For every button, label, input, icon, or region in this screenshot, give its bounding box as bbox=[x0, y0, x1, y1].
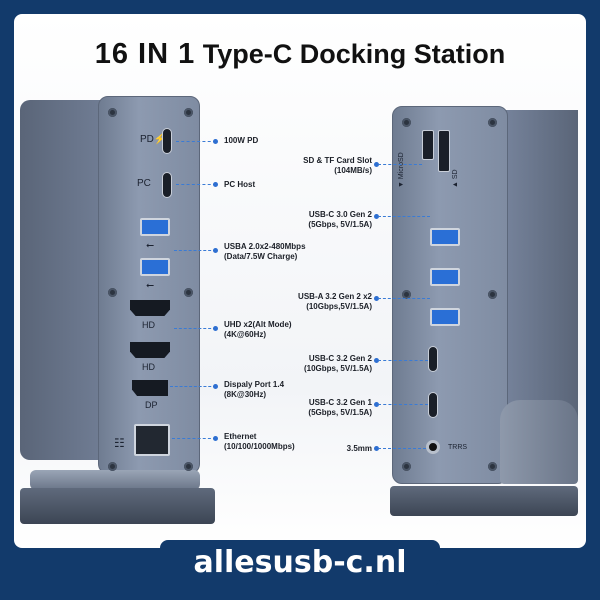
trrs-label: TRRS bbox=[448, 444, 468, 451]
callout-dot bbox=[374, 162, 379, 167]
callout-line bbox=[174, 250, 216, 251]
callout-dot bbox=[374, 402, 379, 407]
callout-dot bbox=[213, 182, 218, 187]
usb-c-pd-port[interactable] bbox=[162, 128, 172, 154]
callout-line bbox=[176, 184, 216, 185]
callout-displayport: Dispaly Port 1.4(8K@30Hz) bbox=[224, 380, 285, 399]
left-device-front bbox=[98, 96, 200, 474]
dp-label: DP bbox=[145, 400, 158, 410]
screw-icon bbox=[184, 462, 193, 471]
callout-line bbox=[378, 164, 422, 165]
callout-dot bbox=[213, 384, 218, 389]
callout-line bbox=[378, 448, 426, 449]
network-icon: ☷ bbox=[114, 436, 125, 450]
callout-pc-host: PC Host bbox=[224, 180, 256, 189]
callout-dot bbox=[374, 296, 379, 301]
callout-line bbox=[176, 141, 216, 142]
hdmi-port-1[interactable] bbox=[130, 300, 170, 316]
screw-icon bbox=[184, 288, 193, 297]
usb-a-port-2[interactable] bbox=[140, 258, 170, 276]
callout-line bbox=[170, 386, 216, 387]
pd-port-label: PD⚡ bbox=[140, 134, 167, 145]
hdmi-port-2[interactable] bbox=[130, 342, 170, 358]
callout-dot bbox=[213, 326, 218, 331]
callout-line bbox=[378, 404, 428, 405]
callout-ethernet: Ethernet(10/100/1000Mbps) bbox=[224, 432, 295, 451]
callout-dot bbox=[374, 214, 379, 219]
hdmi-label-2: HD bbox=[142, 362, 155, 372]
screw-icon bbox=[402, 290, 411, 299]
callout-line bbox=[174, 328, 216, 329]
usb-c-gen1-port[interactable] bbox=[428, 392, 438, 418]
callout-line bbox=[378, 360, 428, 361]
hdmi-label-1: HD bbox=[142, 320, 155, 330]
callout-dot bbox=[374, 446, 379, 451]
left-stand bbox=[30, 470, 200, 490]
callout-dot bbox=[374, 358, 379, 363]
callout-dot bbox=[213, 139, 218, 144]
callout-uhd: UHD x2(Alt Mode)(4K@60Hz) bbox=[224, 320, 292, 339]
audio-jack[interactable] bbox=[426, 440, 440, 454]
title-strong: 16 IN 1 bbox=[94, 38, 196, 70]
sd-label: ▲ SD bbox=[452, 169, 459, 188]
usb-a-3-port-1[interactable] bbox=[430, 228, 460, 246]
screw-icon bbox=[402, 462, 411, 471]
screw-icon bbox=[402, 118, 411, 127]
sd-slot[interactable] bbox=[438, 130, 450, 172]
screw-icon bbox=[108, 288, 117, 297]
callout-usba-gen2: USB-A 3.2 Gen 2 x2(10Gbps,5V/1.5A) bbox=[298, 292, 372, 311]
right-stand-base bbox=[390, 486, 578, 516]
screw-icon bbox=[108, 108, 117, 117]
left-stand-base bbox=[20, 488, 215, 524]
callout-100w-pd: 100W PD bbox=[224, 136, 259, 145]
callout-dot bbox=[213, 436, 218, 441]
usb-c-host-port[interactable] bbox=[162, 172, 172, 198]
callout-audio: 3.5mm bbox=[346, 444, 372, 453]
callout-usbc-gen2-a: USB-C 3.0 Gen 2(5Gbps, 5V/1.5A) bbox=[308, 210, 372, 229]
callout-line bbox=[172, 438, 216, 439]
brand-banner: allesusb-c.nl bbox=[160, 540, 440, 586]
ethernet-port[interactable] bbox=[134, 424, 170, 456]
usb-c-gen2-port[interactable] bbox=[428, 346, 438, 372]
screw-icon bbox=[488, 290, 497, 299]
title-rest: Type-C Docking Station bbox=[202, 39, 506, 69]
pc-port-label: PC bbox=[137, 178, 151, 189]
callout-dot bbox=[213, 248, 218, 253]
displayport-port[interactable] bbox=[132, 380, 168, 396]
microsd-label: ▼ MicroSD bbox=[398, 152, 405, 188]
callout-usba: USBA 2.0x2-480Mbps(Data/7.5W Charge) bbox=[224, 242, 306, 261]
callout-usbc-gen1: USB-C 3.2 Gen 1(5Gbps, 5V/1.5A) bbox=[308, 398, 372, 417]
usb-icon: ⭠ bbox=[146, 280, 154, 291]
callout-usbc-gen2-b: USB-C 3.2 Gen 2(10Gbps, 5V/1.5A) bbox=[303, 354, 372, 373]
callout-line bbox=[378, 216, 430, 217]
usb-a-port-1[interactable] bbox=[140, 218, 170, 236]
usb-icon: ⭠ bbox=[146, 240, 154, 251]
page-title: 16 IN 1 Type-C Docking Station bbox=[0, 38, 600, 71]
callout-line bbox=[378, 298, 430, 299]
screw-icon bbox=[488, 462, 497, 471]
usb-a-3-port-3[interactable] bbox=[430, 308, 460, 326]
screw-icon bbox=[488, 118, 497, 127]
right-stand bbox=[500, 400, 578, 484]
callout-sd-card: SD & TF Card Slot(104MB/s) bbox=[303, 156, 372, 175]
screw-icon bbox=[184, 108, 193, 117]
screw-icon bbox=[108, 462, 117, 471]
microsd-slot[interactable] bbox=[422, 130, 434, 160]
usb-a-3-port-2[interactable] bbox=[430, 268, 460, 286]
